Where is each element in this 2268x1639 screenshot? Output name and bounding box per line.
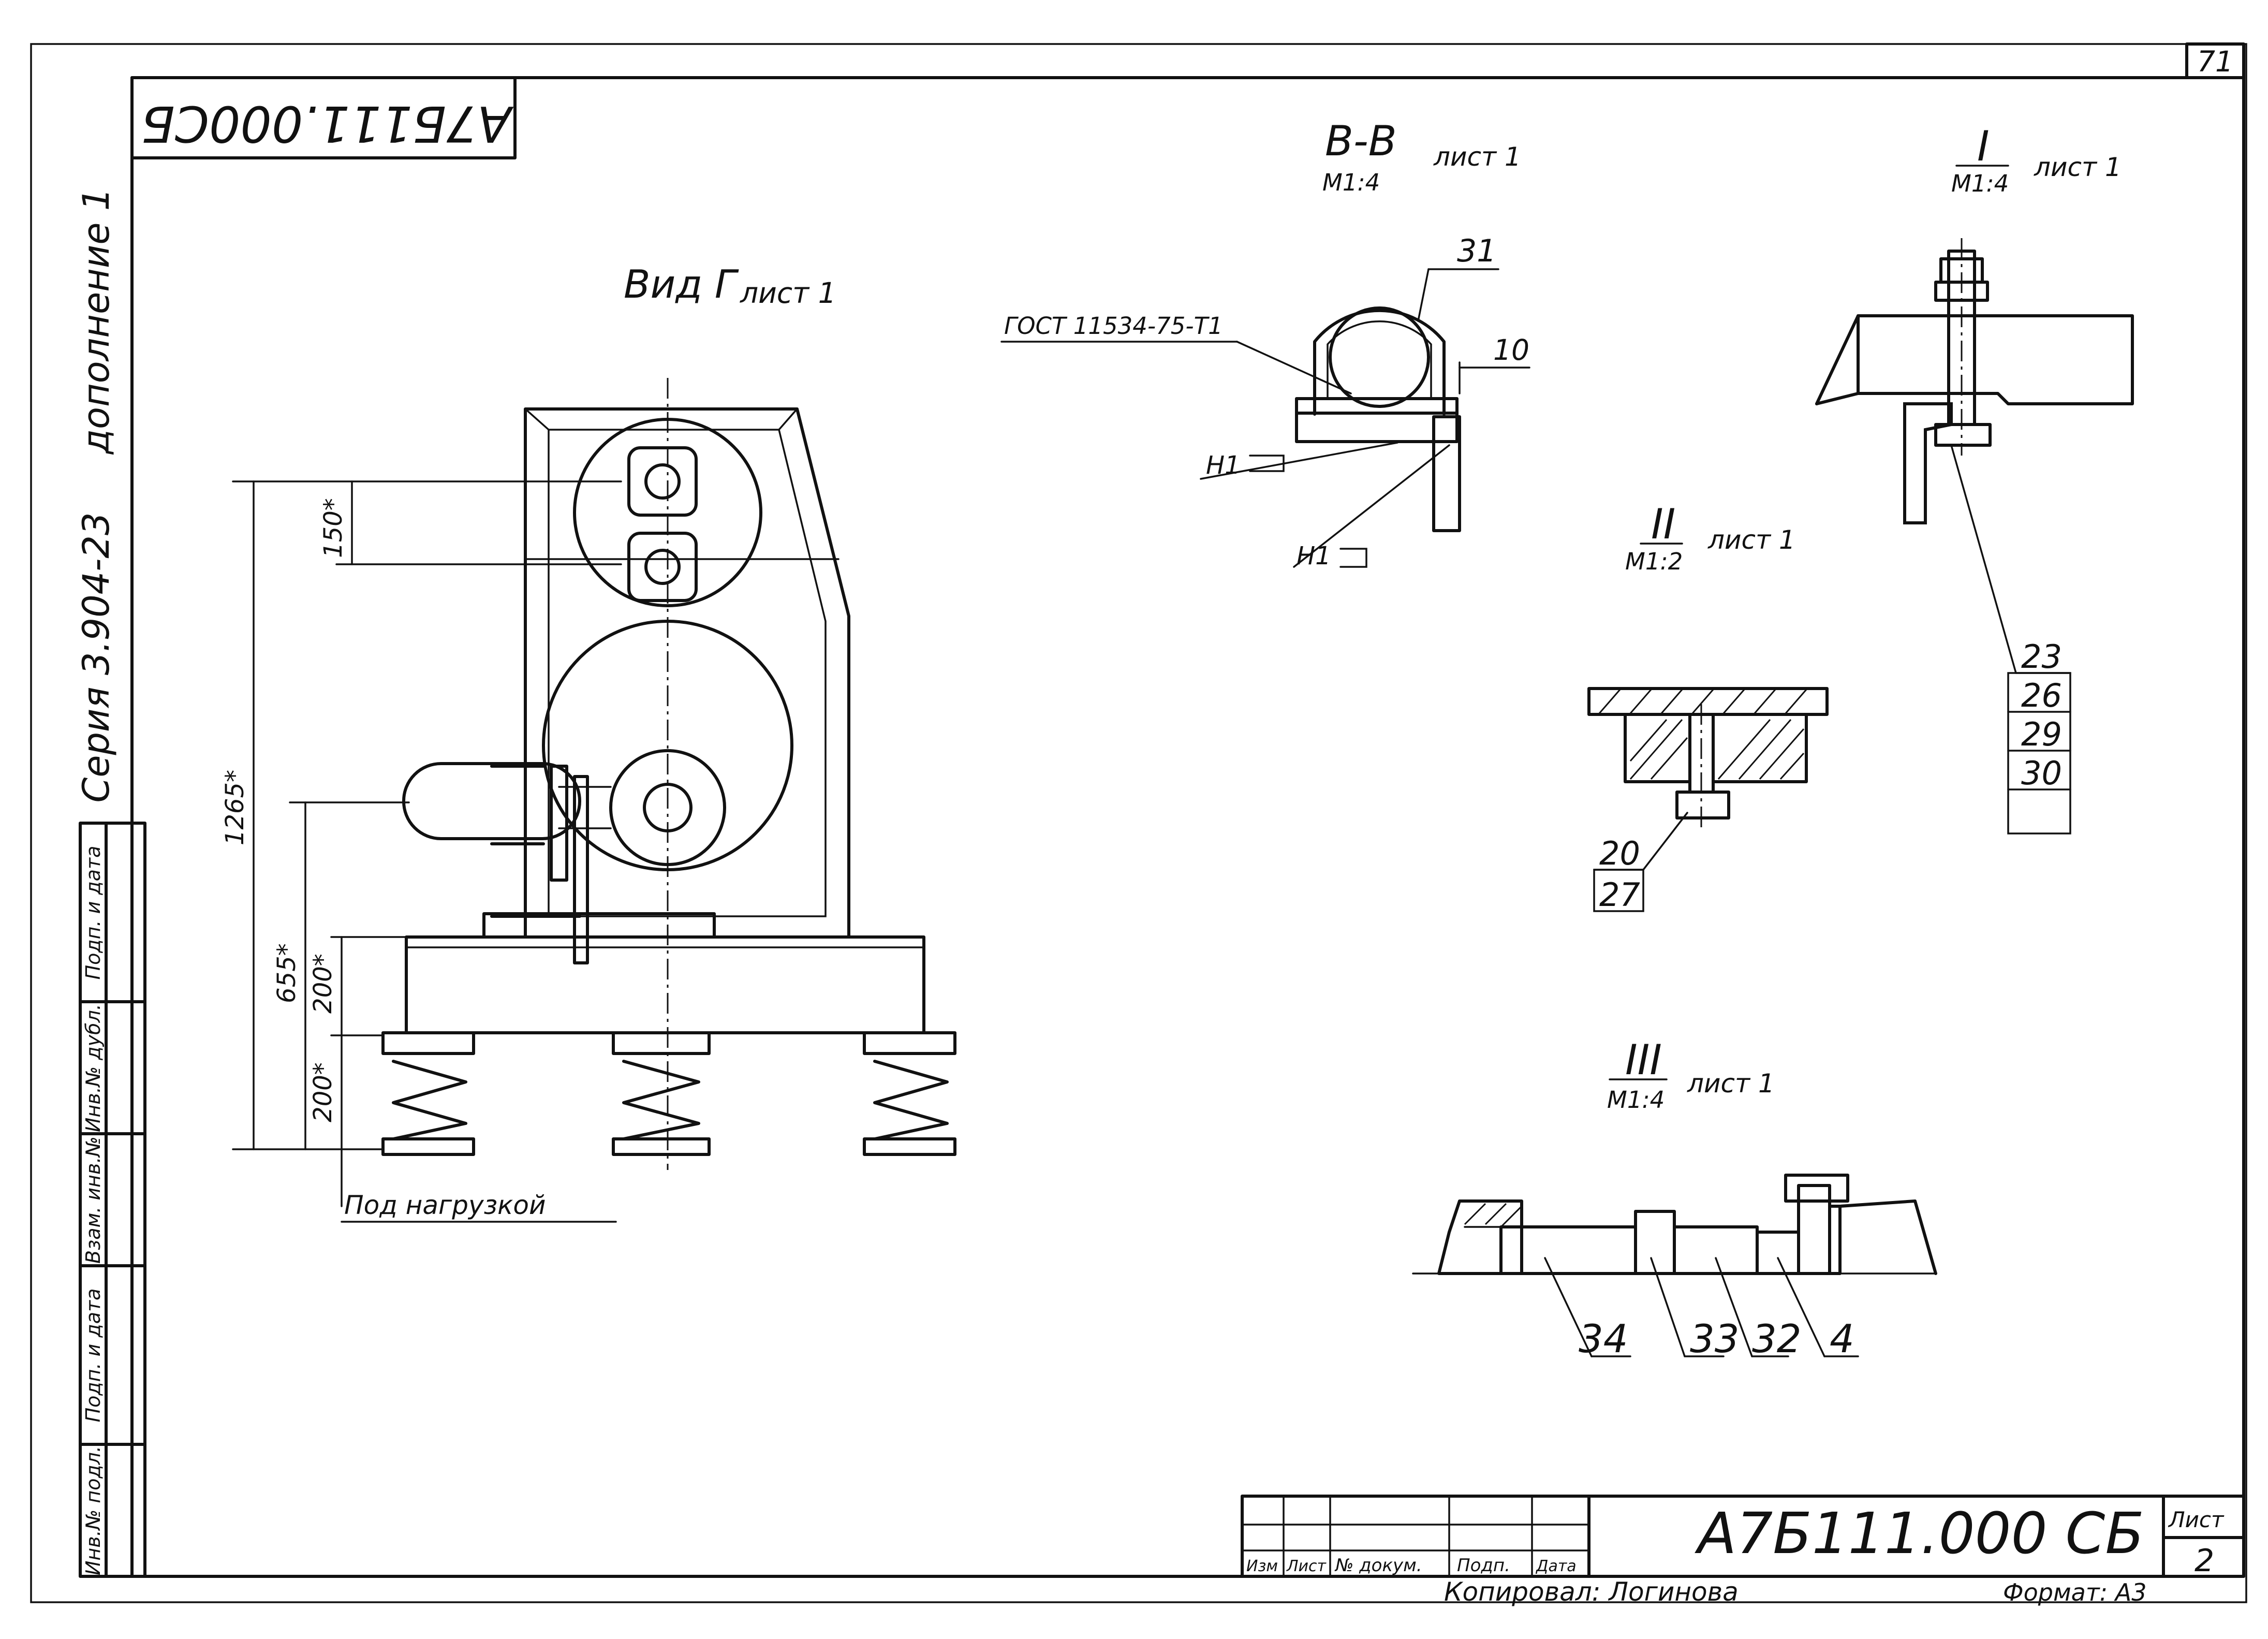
detail-1-scale: М1:4	[1951, 170, 2009, 197]
series-label: Серия 3.904-23	[75, 513, 117, 803]
stamp-strip: Инв.№ подл. Подп. и дата Взам. инв.№ Инв…	[79, 822, 146, 1578]
base-plate	[405, 912, 925, 1034]
stamp-replace-inv: Взам. инв.№	[82, 1136, 105, 1264]
stamp-inv-orig: Инв.№ подл.	[82, 1446, 105, 1575]
callout-34: 34	[1579, 1316, 1628, 1362]
callout-29: 29	[2021, 715, 2062, 753]
section-bb-title: В-В	[1325, 117, 1397, 165]
under-load-note: Под нагрузкой	[344, 1190, 546, 1220]
detail-3-title: III	[1625, 1036, 1662, 1084]
sheet-format: Формат: А3	[2003, 1578, 2146, 1606]
view-g-dimensions	[232, 480, 622, 1223]
detail-1-title: I	[1977, 122, 1990, 170]
section-bb: В-В М1:4 лист 1 31 10 ГОСТ 11534-75-Т1 Н…	[1000, 117, 1530, 570]
callout-4: 4	[1830, 1316, 1854, 1362]
detail-3-sheet-ref: лист 1	[1687, 1069, 1775, 1099]
drive-motor	[402, 749, 726, 964]
weld-mark-2: Н1	[1297, 542, 1331, 570]
detail-2: II М1:2 лист 1 20 27	[1587, 500, 1829, 914]
section-bb-sheet-ref: лист 1	[1433, 142, 1521, 172]
title-block: Изм Лист № докум. Подп. Дата А7Б111.000 …	[1241, 1495, 2245, 1579]
title-sheet-label: Лист	[2168, 1507, 2225, 1532]
weld-mark-1: Н1	[1206, 451, 1241, 480]
title-col-sign: Подп.	[1457, 1555, 1510, 1576]
callout-26: 26	[2021, 677, 2062, 714]
view-g: Вид Г лист 1	[220, 261, 956, 1223]
stamp-inv-dup: Инв.№ дубл.	[82, 1004, 105, 1132]
detail-3-scale: М1:4	[1607, 1086, 1665, 1114]
title-col-list: Лист	[1286, 1557, 1327, 1575]
stamp-sign-date-1: Подп. и дата	[82, 1289, 105, 1423]
callout-23: 23	[2021, 638, 2062, 676]
addition-label: дополнение 1	[75, 188, 117, 455]
pipe-clamp	[1295, 306, 1461, 532]
stamp-sign-date-2: Подп. и дата	[82, 846, 105, 980]
dim-1265: 1265*	[220, 770, 249, 845]
view-g-sheet-ref: лист 1	[740, 276, 836, 310]
copied-by: Копировал: Логинова	[1444, 1577, 1739, 1607]
corner-page-number: 71	[2197, 45, 2233, 78]
sheet-frame	[30, 42, 2247, 1603]
springs	[381, 1031, 956, 1156]
dim-200-upper: 200*	[308, 954, 337, 1014]
gost-reference: ГОСТ 11534-75-Т1	[1004, 312, 1223, 340]
dim-200-lower: 200*	[308, 1062, 337, 1122]
dim-150: 150*	[319, 498, 348, 558]
dim-655: 655*	[272, 943, 301, 1003]
detail-3: III М1:4 лист 1 34 33 32 4	[1412, 1036, 1937, 1362]
callout-27: 27	[1599, 876, 1640, 914]
detail-2-title: II	[1651, 500, 1675, 548]
detail-2-scale: М1:2	[1625, 548, 1683, 575]
machine-frame	[524, 407, 850, 939]
title-sheet-number: 2	[2195, 1543, 2214, 1579]
title-drawing-code: А7Б111.000 СБ	[1695, 1500, 2144, 1567]
title-col-izm: Изм	[1246, 1557, 1278, 1575]
callout-32: 32	[1752, 1316, 1801, 1362]
callout-30: 30	[2021, 754, 2062, 792]
detail-1-sheet-ref: лист 1	[2034, 152, 2122, 182]
document-code-rotated: А7Б111.000СБ	[141, 95, 514, 152]
callout-20: 20	[1599, 835, 1640, 872]
title-col-date: Дата	[1535, 1557, 1577, 1575]
callout-33: 33	[1690, 1316, 1739, 1362]
view-g-title: Вид Г	[624, 261, 739, 307]
detail-1: I М1:4 лист 1 23 26 29 30	[1815, 122, 2134, 835]
callout-31: 31	[1457, 233, 1496, 269]
section-bb-scale: М1:4	[1322, 169, 1380, 196]
document-code-box: А7Б111.000СБ	[130, 76, 517, 159]
detail-2-sheet-ref: лист 1	[1707, 525, 1795, 555]
dim-10: 10	[1493, 333, 1529, 367]
title-col-doc: № докум.	[1334, 1555, 1422, 1576]
